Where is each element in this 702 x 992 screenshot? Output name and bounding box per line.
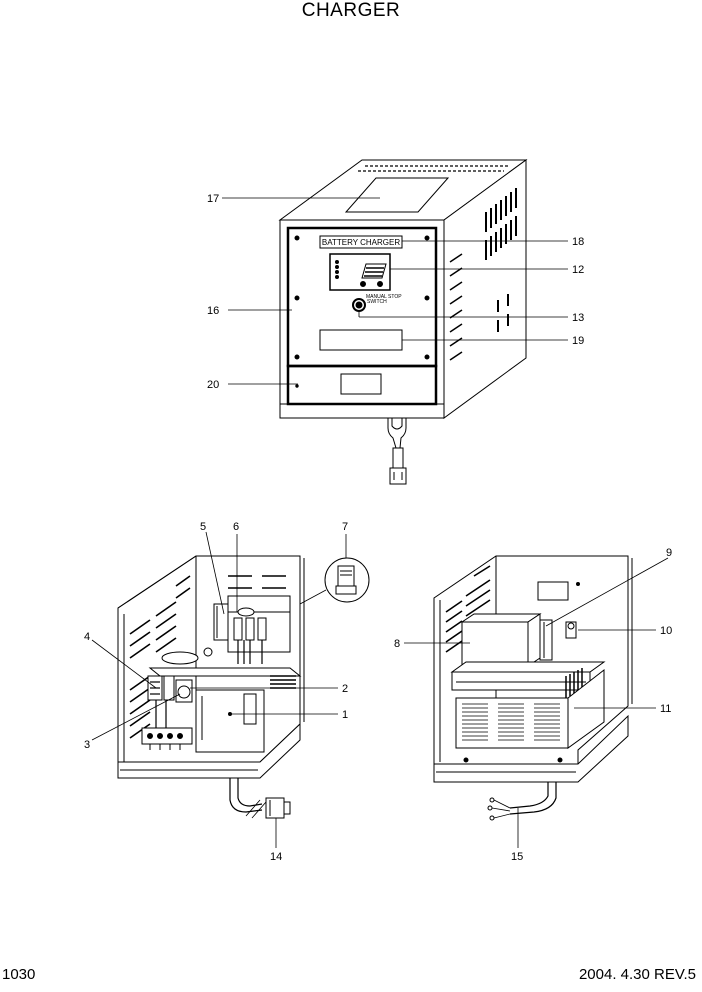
callout-4: 4	[84, 631, 90, 643]
leader-lines-top	[222, 197, 568, 385]
callout-12: 12	[572, 264, 584, 276]
callout-14: 14	[270, 851, 282, 863]
callout-1: 1	[342, 709, 348, 721]
charger-internal-left	[117, 555, 305, 819]
callout-3: 3	[84, 739, 90, 751]
callout-17: 17	[207, 193, 219, 205]
charger-internal-right	[433, 555, 633, 821]
page-title: CHARGER	[301, 0, 401, 21]
callout-9: 9	[666, 547, 672, 559]
callout-5: 5	[200, 521, 206, 533]
callout-10: 10	[660, 625, 672, 637]
revision-date: 2004. 4.30 REV.5	[578, 966, 696, 983]
leader-lines-left	[91, 531, 347, 848]
switch-label-line1: MANUAL STOP	[366, 294, 402, 300]
page-number: 1030	[2, 966, 36, 983]
switch-label-line2: SWITCH	[367, 299, 387, 305]
callout-13: 13	[572, 312, 584, 324]
callout-19: 19	[572, 335, 584, 347]
callout-7: 7	[342, 521, 348, 533]
nameplate-text: BATTERY CHARGER	[322, 238, 400, 247]
detail-inset-7	[299, 557, 370, 605]
charger-assembly-front	[278, 159, 528, 485]
leader-lines-right	[404, 557, 669, 848]
callout-20: 20	[207, 379, 219, 391]
callout-15: 15	[511, 851, 523, 863]
callout-16: 16	[207, 305, 219, 317]
callout-11: 11	[660, 703, 671, 715]
callout-18: 18	[572, 236, 584, 248]
callout-2: 2	[342, 683, 348, 695]
callout-8: 8	[394, 638, 400, 650]
callout-6: 6	[233, 521, 239, 533]
